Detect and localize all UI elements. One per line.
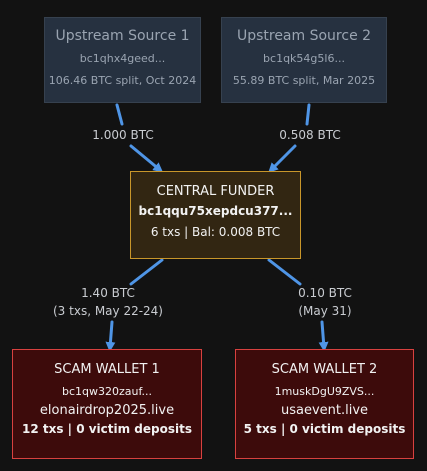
edge-amount: 0.508 BTC [279, 128, 341, 142]
edge-amount: 1.000 BTC [92, 128, 154, 142]
upstream-source-1-title: Upstream Source 1 [55, 28, 190, 44]
edge-detail: (May 31) [298, 304, 352, 318]
arrow-head-segment [105, 320, 116, 352]
scam-wallet-2-domain: usaevent.live [280, 403, 369, 418]
edge-label-source1-to-funder: 1.000 BTC [92, 126, 153, 144]
arrow-source2-to-funder [268, 103, 311, 173]
upstream-source-1-node[interactable]: Upstream Source 1 bc1qhx4geed... 106.46 … [44, 17, 201, 103]
edge-label-source2-to-funder: 0.508 BTC [279, 126, 340, 144]
arrow-funder-to-scam1 [105, 258, 164, 352]
upstream-source-2-node[interactable]: Upstream Source 2 bc1qk54g5l6... 55.89 B… [221, 17, 387, 103]
arrow-head-segment [318, 320, 329, 352]
upstream-source-1-note: 106.46 BTC split, Oct 2024 [48, 74, 197, 87]
arrow-tail-segment [305, 103, 311, 126]
scam-wallet-1-stats: 12 txs | 0 victim deposits [21, 422, 193, 436]
edge-amount: 0.10 BTC [298, 286, 352, 300]
scam-wallet-1-address: bc1qw320zauf... [61, 385, 153, 398]
scam-wallet-1-title: SCAM WALLET 1 [54, 362, 160, 377]
edge-detail: (3 txs, May 22-24) [53, 304, 163, 318]
arrow-tail-segment [115, 103, 124, 126]
central-funder-node[interactable]: CENTRAL FUNDER bc1qqu75xepdcu377... 6 tx… [130, 171, 301, 259]
arrow-tail-segment [129, 258, 164, 286]
scam-wallet-2-address: 1muskDgU9ZVS... [274, 385, 375, 398]
scam-wallet-1-node[interactable]: SCAM WALLET 1 bc1qw320zauf... elonairdro… [12, 349, 202, 459]
edge-amount: 1.40 BTC [81, 286, 135, 300]
upstream-source-2-note: 55.89 BTC split, Mar 2025 [232, 74, 376, 87]
edge-label-funder-to-scam2: 0.10 BTC (May 31) [298, 284, 352, 320]
arrow-tail-segment [267, 258, 302, 286]
scam-wallet-2-node[interactable]: SCAM WALLET 2 1muskDgU9ZVS... usaevent.l… [235, 349, 414, 459]
scam-wallet-2-stats: 5 txs | 0 victim deposits [243, 422, 406, 436]
arrow-source1-to-funder [115, 103, 164, 173]
arrow-head-segment [129, 144, 164, 173]
upstream-source-1-address: bc1qhx4geed... [79, 52, 166, 65]
central-funder-address: bc1qqu75xepdcu377... [138, 204, 293, 218]
upstream-source-2-title: Upstream Source 2 [236, 28, 372, 44]
arrow-head-segment [268, 144, 297, 173]
central-funder-title: CENTRAL FUNDER [156, 184, 275, 199]
central-funder-stats: 6 txs | Bal: 0.008 BTC [150, 225, 281, 239]
arrow-funder-to-scam2 [267, 258, 329, 352]
scam-wallet-2-title: SCAM WALLET 2 [271, 362, 378, 377]
scam-wallet-1-domain: elonairdrop2025.live [39, 403, 175, 418]
upstream-source-2-address: bc1qk54g5l6... [263, 52, 345, 65]
edge-label-funder-to-scam1: 1.40 BTC (3 txs, May 22-24) [53, 284, 163, 320]
